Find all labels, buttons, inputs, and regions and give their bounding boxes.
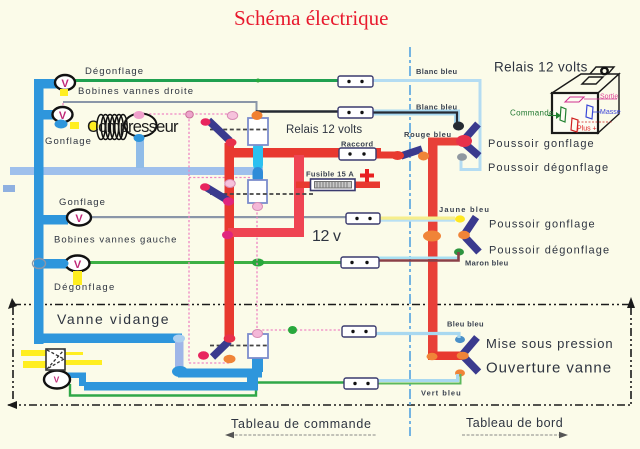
svg-text:V: V bbox=[74, 259, 82, 271]
svg-text:Relais 12 volts: Relais 12 volts bbox=[494, 60, 588, 75]
svg-text:Commande: Commande bbox=[510, 109, 554, 118]
svg-text:Vert bleu: Vert bleu bbox=[421, 389, 462, 398]
svg-text:Blanc bleu: Blanc bleu bbox=[416, 103, 457, 112]
svg-text:Poussoir gonflage: Poussoir gonflage bbox=[488, 138, 595, 150]
svg-text:Blanc bleu: Blanc bleu bbox=[416, 67, 457, 76]
svg-text:Vanne vidange: Vanne vidange bbox=[57, 311, 170, 327]
svg-text:Bobines vannes droite: Bobines vannes droite bbox=[78, 86, 194, 97]
svg-text:V: V bbox=[59, 110, 67, 122]
svg-text:Dégonflage: Dégonflage bbox=[54, 282, 116, 293]
svg-text:Rouge bleu: Rouge bleu bbox=[404, 130, 452, 139]
svg-text:Maron bleu: Maron bleu bbox=[465, 259, 509, 268]
svg-text:Masse: Masse bbox=[600, 109, 621, 116]
svg-text:Bobines vannes gauche: Bobines vannes gauche bbox=[54, 235, 177, 246]
svg-text:Raccord: Raccord bbox=[341, 140, 374, 149]
svg-text:Poussoir dégonflage: Poussoir dégonflage bbox=[489, 245, 610, 257]
svg-text:Tableau de bord: Tableau de bord bbox=[466, 416, 563, 430]
svg-text:Gonflage: Gonflage bbox=[59, 197, 106, 208]
svg-text:Schéma électrique: Schéma électrique bbox=[234, 6, 389, 30]
svg-text:Sortie: Sortie bbox=[600, 94, 618, 101]
svg-text:Bleu bleu: Bleu bleu bbox=[447, 320, 484, 329]
svg-text:Compresseur: Compresseur bbox=[87, 118, 179, 136]
svg-text:Relais 12 volts: Relais 12 volts bbox=[286, 124, 362, 136]
svg-text:Fusible 15 A: Fusible 15 A bbox=[306, 170, 354, 179]
svg-text:Plus +: Plus + bbox=[577, 126, 597, 133]
svg-text:Ouverture vanne: Ouverture vanne bbox=[486, 360, 612, 377]
svg-text:Mise sous pression: Mise sous pression bbox=[486, 336, 613, 351]
svg-text:Poussoir gonflage: Poussoir gonflage bbox=[489, 219, 596, 231]
svg-text:Jaune bleu: Jaune bleu bbox=[439, 205, 490, 214]
svg-text:Tableau de commande: Tableau de commande bbox=[231, 417, 372, 431]
svg-text:V: V bbox=[75, 213, 83, 225]
svg-text:Poussoir dégonflage: Poussoir dégonflage bbox=[488, 162, 609, 174]
svg-text:Dégonflage: Dégonflage bbox=[85, 66, 144, 77]
svg-text:V: V bbox=[61, 78, 69, 90]
svg-text:Gonflage: Gonflage bbox=[45, 136, 92, 147]
svg-text:12 v: 12 v bbox=[312, 228, 341, 245]
svg-text:V: V bbox=[54, 375, 60, 385]
